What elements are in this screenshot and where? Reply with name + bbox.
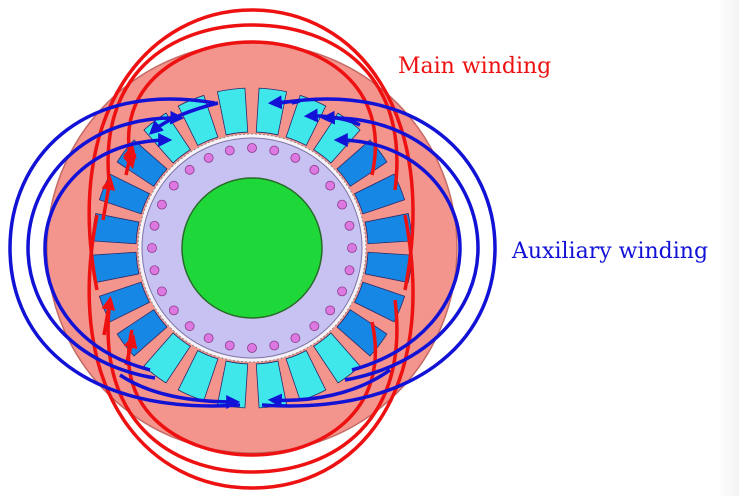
rotor-bar bbox=[269, 340, 280, 351]
rotor-bar bbox=[337, 286, 347, 297]
aux-arrow-bottom-left bbox=[119, 373, 241, 409]
rotor-bar bbox=[290, 333, 301, 343]
rotor-bar bbox=[184, 164, 195, 175]
rotor-bar bbox=[203, 333, 214, 343]
rotor-bar bbox=[224, 340, 235, 351]
rotor-bar bbox=[309, 321, 320, 332]
rotor-bar bbox=[147, 243, 157, 253]
main-winding-label: Main winding bbox=[398, 54, 551, 79]
auxiliary-winding-label: Auxiliary winding bbox=[511, 239, 708, 264]
main-coil-bottom-inner bbox=[126, 321, 378, 457]
aux-coil-right-inner bbox=[333, 133, 462, 372]
rotor-bar bbox=[224, 145, 235, 156]
main-arrow-left-bottom-1 bbox=[101, 295, 116, 336]
rotor-bar bbox=[149, 220, 160, 231]
rotor-bar bbox=[269, 145, 280, 156]
rotor-bar bbox=[290, 153, 301, 163]
rotor-bar bbox=[325, 305, 336, 316]
main-coil-top-middle bbox=[106, 23, 399, 191]
rotor-bar bbox=[184, 321, 195, 332]
rotor-bars bbox=[147, 143, 357, 353]
rotor-bar bbox=[149, 265, 160, 276]
rotor-bar bbox=[247, 343, 257, 353]
rotor-bar bbox=[344, 265, 355, 276]
aux-arrow-right-upper bbox=[303, 108, 361, 127]
page-edge-shade bbox=[717, 0, 739, 496]
main-arrow-left-top-1 bbox=[101, 175, 116, 221]
main-coil-top-outer bbox=[87, 8, 415, 291]
aux-arrow-top-right bbox=[267, 95, 301, 110]
stator-tooth bbox=[216, 87, 249, 136]
aux-coil-left-inner bbox=[43, 133, 173, 372]
aux-arrow-top-left bbox=[148, 101, 219, 135]
stator-tooth bbox=[353, 281, 406, 323]
rotor-bar bbox=[203, 153, 214, 163]
rotor-bar bbox=[168, 180, 179, 191]
rotor-bar bbox=[325, 180, 336, 191]
rotor-bar bbox=[157, 286, 167, 297]
stator-tooth bbox=[143, 332, 191, 384]
rotor-bar bbox=[344, 220, 355, 231]
aux-coil-right-middle bbox=[320, 110, 480, 382]
aux-arrow-bottom-right bbox=[267, 368, 392, 408]
rotor-bar bbox=[157, 199, 167, 210]
stator-tooth bbox=[177, 94, 219, 147]
aux-coil-right-outer bbox=[261, 97, 497, 408]
aux-coil-left-outer bbox=[8, 97, 241, 408]
main-arrow-left-bottom-2 bbox=[123, 333, 138, 366]
rotor-bar bbox=[309, 164, 320, 175]
auxiliary-winding-coils bbox=[8, 97, 497, 408]
aux-coil-left-middle bbox=[26, 110, 185, 380]
rotor-bar bbox=[247, 143, 257, 153]
rotor-bar bbox=[168, 305, 179, 316]
rotor-bar bbox=[337, 199, 347, 210]
main-arrow-left-top-2 bbox=[123, 143, 137, 176]
auxiliary-winding-arrows bbox=[119, 95, 392, 409]
main-winding-arrows bbox=[101, 143, 138, 366]
rotor-bar bbox=[347, 243, 357, 253]
shaft bbox=[181, 177, 323, 319]
